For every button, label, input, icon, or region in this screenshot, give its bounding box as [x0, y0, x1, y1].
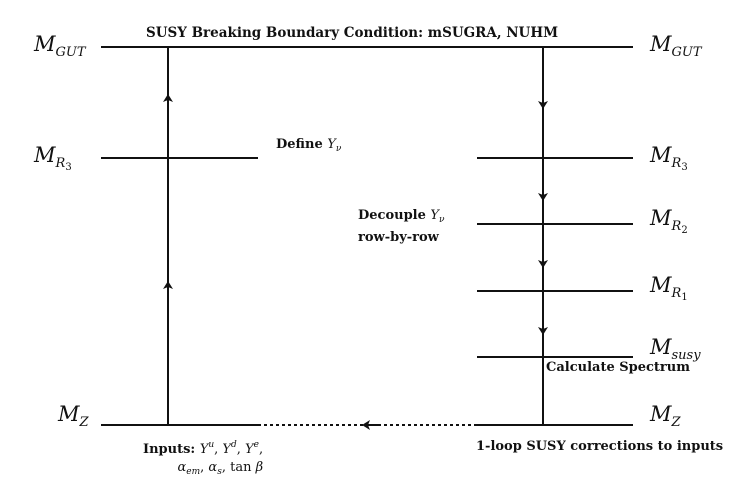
right-mr3-label: MR3: [650, 143, 688, 173]
left-mgut-label: MGUT: [34, 32, 86, 60]
diagram-title: SUSY Breaking Boundary Condition: mSUGRA…: [146, 25, 559, 41]
inputs-note: Inputs: Yu, Yd, Ye, αem, αs, tan β: [143, 440, 264, 477]
decouple-yukawa-note: Decouple Yν row-by-row: [358, 208, 445, 245]
right-mr2-label: MR2: [650, 206, 688, 236]
define-yukawa-note: Define Yν: [276, 137, 342, 154]
right-msusy-label: Msusy: [650, 335, 701, 363]
left-mr3-label: MR3: [34, 143, 72, 173]
calculate-spectrum-note: Calculate Spectrum: [546, 360, 690, 375]
left-mz-label: MZ: [58, 402, 89, 430]
right-mr1-label: MR1: [650, 273, 688, 303]
right-mgut-label: MGUT: [650, 32, 702, 60]
right-mz-label: MZ: [650, 402, 681, 430]
susy-corrections-note: 1-loop SUSY corrections to inputs: [476, 439, 724, 454]
